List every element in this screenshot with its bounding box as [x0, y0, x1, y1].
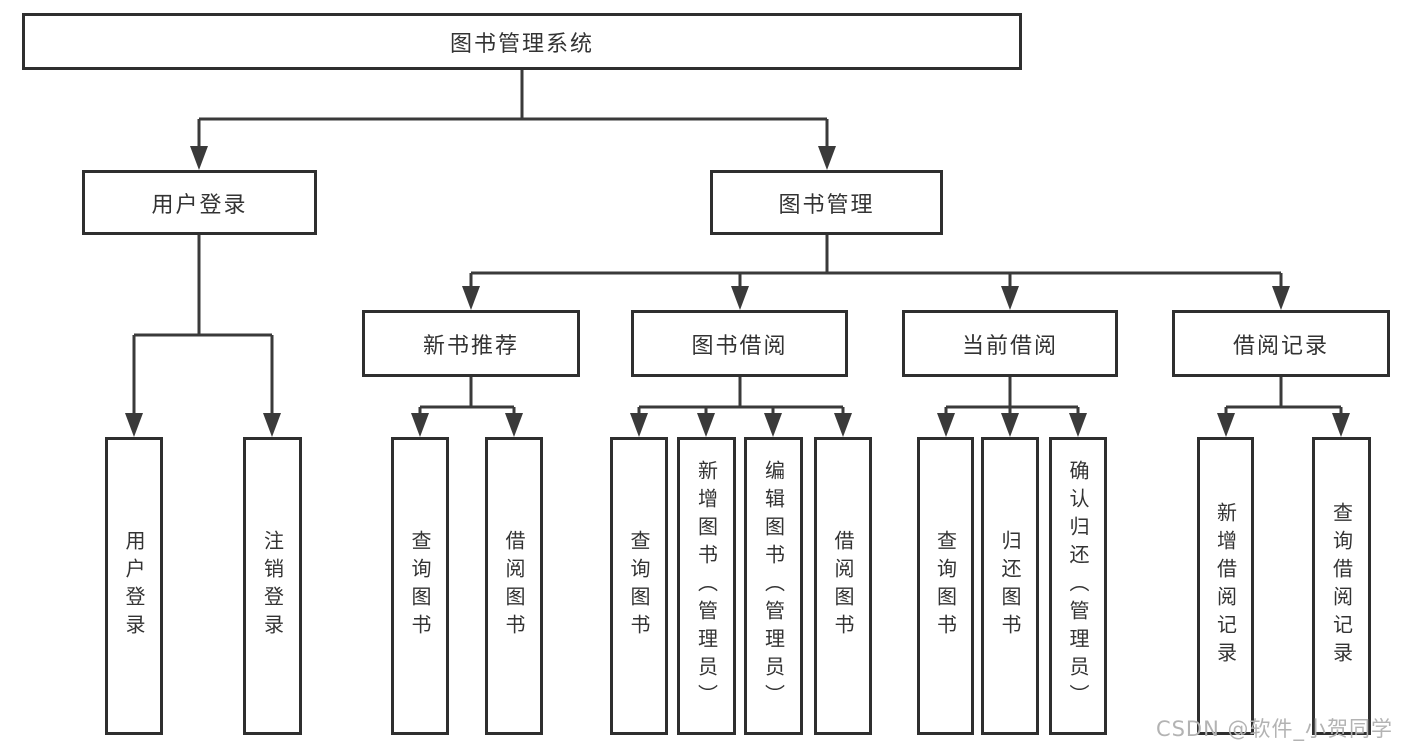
node-label: 查询借阅记录	[1329, 502, 1354, 670]
node-library-system: 图书管理系统	[22, 13, 1022, 70]
node-label: 用户登录	[122, 530, 146, 642]
arrow-head	[462, 286, 480, 310]
node-label: 当前借阅	[961, 333, 1058, 359]
node-leaf-borrow-books-recommend: 借阅图书	[485, 437, 543, 735]
arrow-head	[818, 146, 836, 170]
node-borrow-records: 借阅记录	[1172, 310, 1390, 377]
node-leaf-add-borrow-record: 新增借阅记录	[1197, 437, 1254, 735]
node-label: 图书管理系统	[449, 31, 594, 57]
arrow-head	[1217, 413, 1235, 437]
node-leaf-query-books-current: 查询图书	[917, 437, 974, 735]
node-label: 查询图书	[933, 530, 958, 642]
node-leaf-confirm-return-admin: 确认归还（管理员）	[1049, 437, 1107, 735]
connector-book-management-children	[469, 235, 1283, 306]
arrow-head	[411, 413, 429, 437]
node-label: 新增图书（管理员）	[694, 460, 719, 712]
node-label: 用户登录	[151, 192, 248, 218]
arrow-head	[697, 413, 715, 437]
node-label: 查询图书	[627, 530, 651, 642]
node-leaf-add-books-admin: 新增图书（管理员）	[677, 437, 736, 735]
node-label: 确认归还（管理员）	[1066, 460, 1090, 712]
connector-new-book-children	[418, 377, 516, 433]
arrow-head	[764, 413, 782, 437]
node-label: 注销登录	[260, 530, 285, 642]
node-new-book-recommend: 新书推荐	[362, 310, 580, 377]
node-label: 借阅图书	[831, 530, 855, 642]
node-label: 借阅记录	[1232, 333, 1329, 359]
node-book-borrow: 图书借阅	[631, 310, 848, 377]
arrow-head	[1332, 413, 1350, 437]
arrow-head	[1001, 413, 1019, 437]
arrow-head	[731, 286, 749, 310]
arrow-head	[1069, 413, 1087, 437]
node-label: 图书管理	[778, 192, 875, 218]
csdn-watermark: CSDN @软件_小贺同学	[1155, 717, 1393, 741]
arrow-head	[190, 146, 208, 170]
node-leaf-query-books-borrow: 查询图书	[610, 437, 668, 735]
arrow-head	[125, 413, 143, 437]
connector-root-to-level2	[197, 70, 829, 166]
node-leaf-query-books-recommend: 查询图书	[391, 437, 449, 735]
node-leaf-edit-books-admin: 编辑图书（管理员）	[744, 437, 803, 735]
connector-user-login-children	[132, 235, 274, 433]
arrow-head	[834, 413, 852, 437]
arrow-heads	[125, 146, 1350, 437]
node-leaf-logout: 注销登录	[243, 437, 302, 735]
arrow-head	[1001, 286, 1019, 310]
node-current-borrow: 当前借阅	[902, 310, 1118, 377]
arrow-head	[263, 413, 281, 437]
node-label: 查询图书	[408, 530, 432, 642]
node-user-login: 用户登录	[82, 170, 317, 235]
connector-book-borrow-children	[637, 377, 845, 433]
node-label: 编辑图书（管理员）	[761, 460, 786, 712]
arrow-head	[630, 413, 648, 437]
node-leaf-query-borrow-record: 查询借阅记录	[1312, 437, 1371, 735]
node-label: 新增借阅记录	[1213, 502, 1238, 670]
arrow-head	[505, 413, 523, 437]
node-label: 借阅图书	[502, 530, 526, 642]
node-label: 归还图书	[998, 530, 1022, 642]
node-book-management: 图书管理	[710, 170, 943, 235]
node-leaf-return-books: 归还图书	[981, 437, 1039, 735]
node-label: 图书借阅	[691, 333, 788, 359]
arrow-head	[937, 413, 955, 437]
node-label: 新书推荐	[422, 333, 519, 359]
arrow-head	[1272, 286, 1290, 310]
node-leaf-borrow-books: 借阅图书	[814, 437, 872, 735]
node-leaf-user-login: 用户登录	[105, 437, 163, 735]
connector-borrow-records-children	[1224, 377, 1343, 433]
